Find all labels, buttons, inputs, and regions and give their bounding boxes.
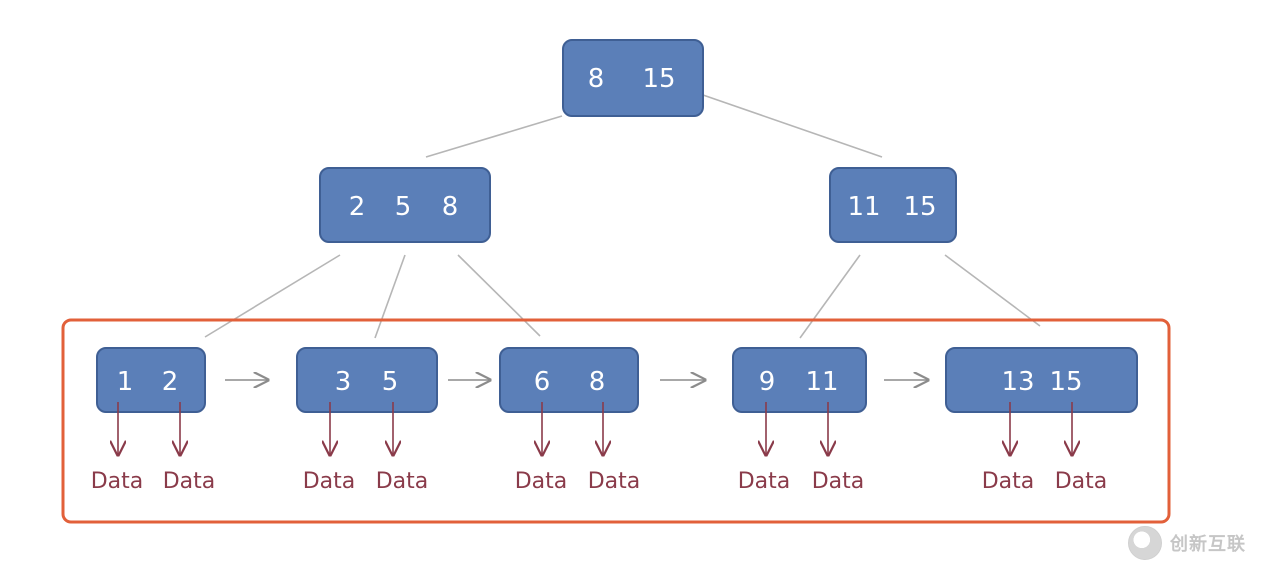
leaf-key: 2 (162, 367, 179, 397)
leaf-node-4: 9 11 (732, 347, 867, 413)
data-label: Data (982, 469, 1035, 494)
leaf-node-2: 3 5 (296, 347, 438, 413)
data-label: Data (738, 469, 791, 494)
leaf-level-frame (61, 318, 1171, 524)
internal-key: 2 (349, 192, 366, 222)
leaf-node-1: 1 2 (96, 347, 206, 413)
leaf-node-5: 13 15 (945, 347, 1138, 413)
tree-edges (204, 94, 1041, 339)
internal-node-left: 2 5 8 (319, 167, 491, 243)
edge-internal2-leaf5 (944, 254, 1041, 327)
root-node: 8 15 (562, 39, 704, 117)
data-label: Data (812, 469, 865, 494)
edge-internal1-leaf1 (204, 254, 341, 338)
data-pointer-arrows (118, 402, 1072, 455)
edge-root-left (425, 115, 563, 158)
edge-internal2-leaf4 (799, 254, 861, 339)
data-labels: Data Data Data Data Data Data Data Data … (91, 469, 1108, 494)
watermark: 创新互联 (1128, 526, 1246, 560)
leaf-key: 9 (759, 367, 776, 397)
internal-key: 11 (847, 192, 880, 222)
leaf-key: 5 (382, 367, 399, 397)
leaf-key: 6 (534, 367, 551, 397)
data-label: Data (1055, 469, 1108, 494)
leaf-key: 3 (335, 367, 352, 397)
data-label: Data (376, 469, 429, 494)
data-label: Data (515, 469, 568, 494)
leaf-node-3: 6 8 (499, 347, 639, 413)
watermark-logo-icon (1128, 526, 1162, 560)
leaf-key: 15 (1049, 367, 1082, 397)
root-key: 15 (642, 64, 675, 94)
leaf-key: 11 (805, 367, 838, 397)
leaf-key: 8 (589, 367, 606, 397)
internal-node-right: 11 15 (829, 167, 957, 243)
edge-root-right (702, 94, 883, 158)
leaf-key: 1 (117, 367, 134, 397)
data-label: Data (91, 469, 144, 494)
edge-internal1-leaf2 (374, 254, 406, 339)
root-key: 8 (588, 64, 605, 94)
watermark-text: 创新互联 (1170, 534, 1246, 555)
internal-key: 5 (395, 192, 412, 222)
leaf-key: 13 (1001, 367, 1034, 397)
internal-key: 15 (903, 192, 936, 222)
data-label: Data (303, 469, 356, 494)
edge-internal1-leaf3 (457, 254, 541, 337)
data-label: Data (588, 469, 641, 494)
internal-key: 8 (442, 192, 459, 222)
data-label: Data (163, 469, 216, 494)
